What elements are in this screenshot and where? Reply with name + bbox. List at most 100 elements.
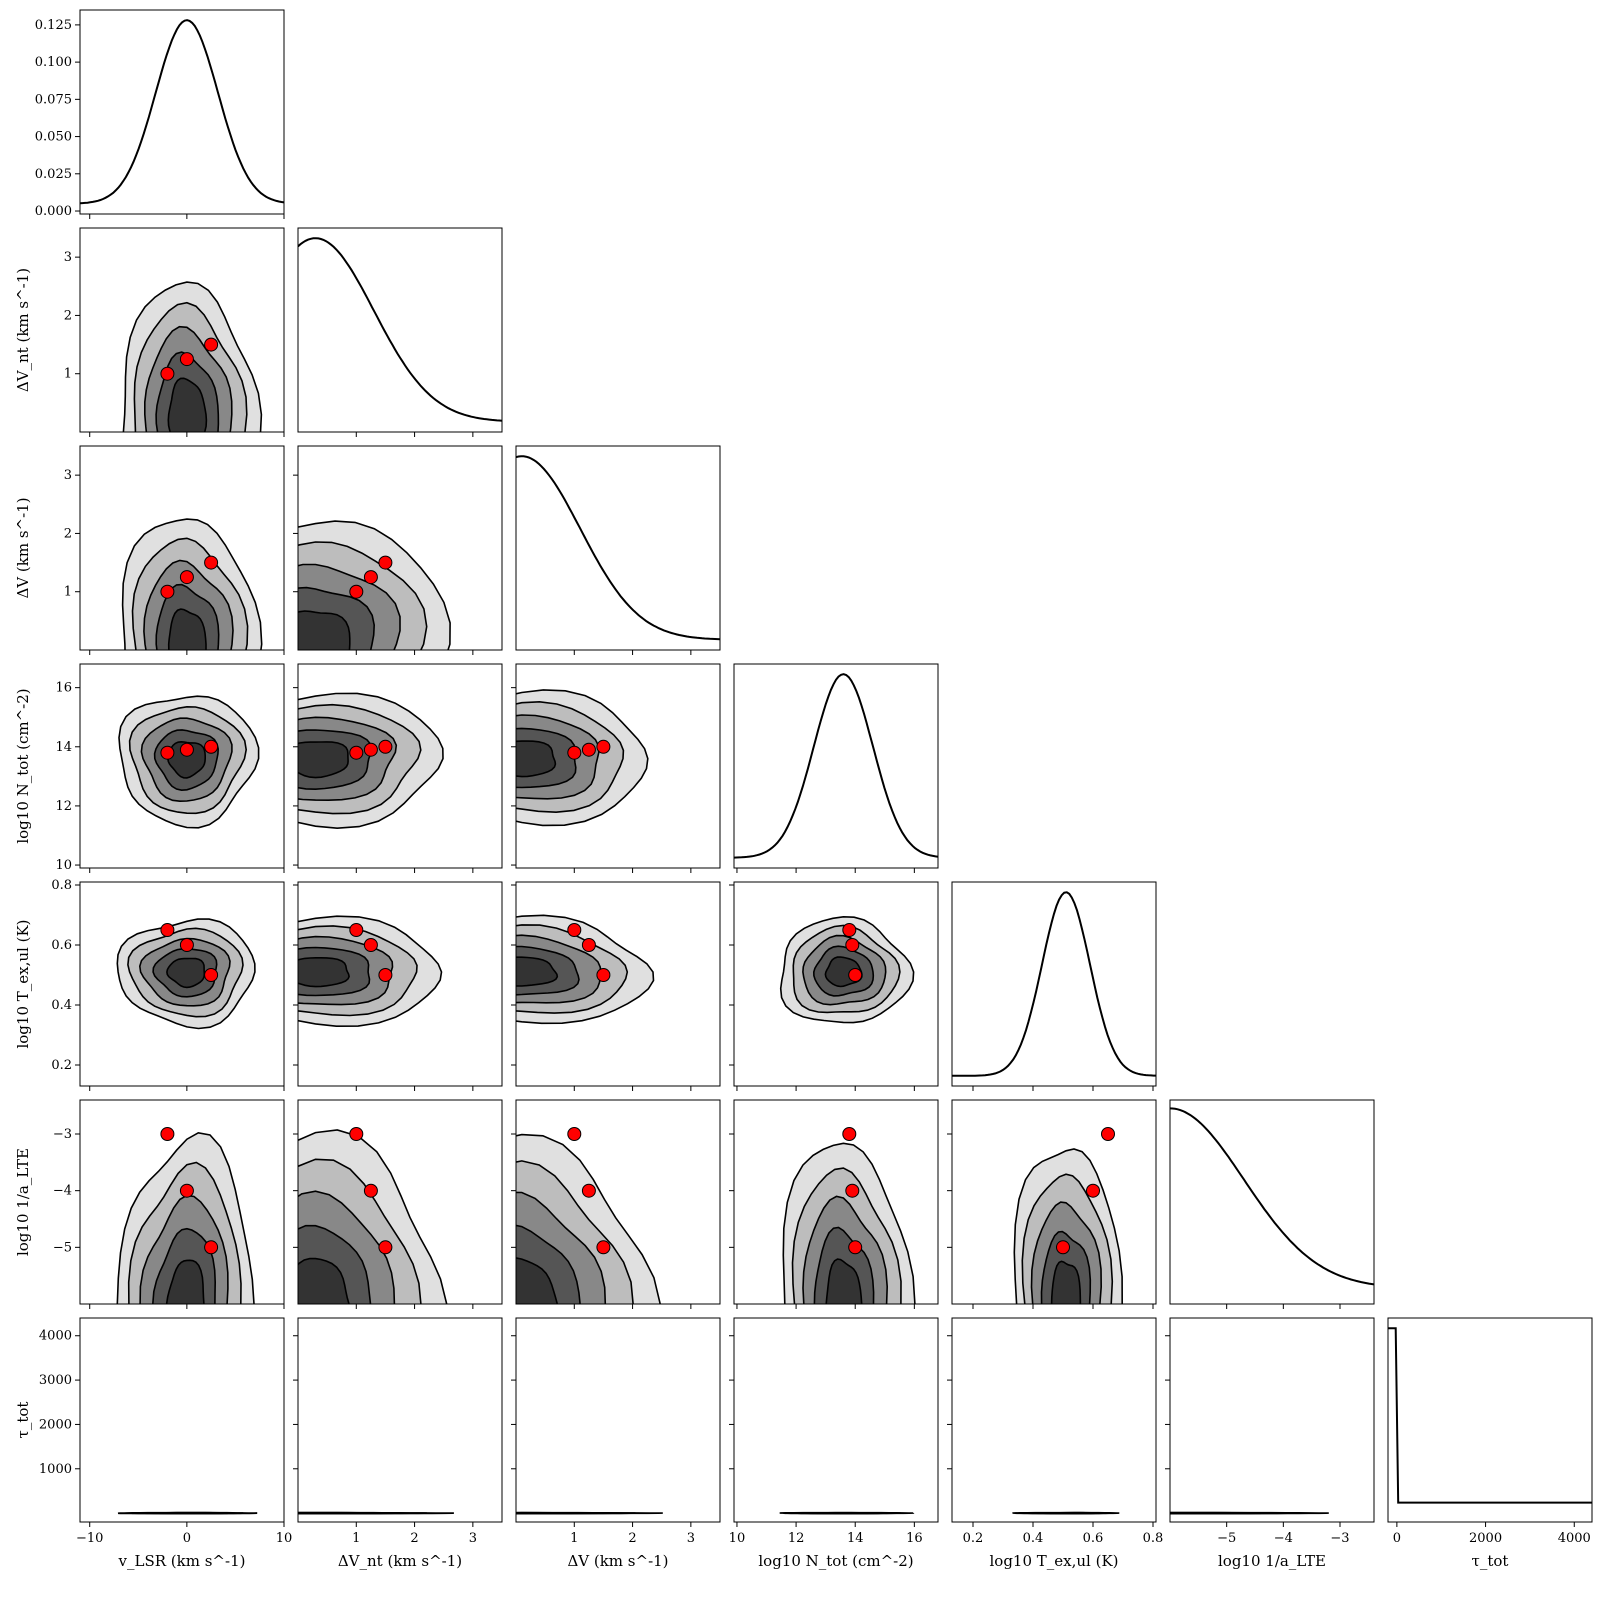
x-axis-label-loga: log10 1/a_LTE xyxy=(1218,1552,1326,1570)
contour-dvnt-dv-4 xyxy=(298,610,351,650)
x-tick-label: 0 xyxy=(183,1531,191,1546)
truth-point-vlsr-dv-1 xyxy=(179,570,194,585)
truth-point-dvnt-loga-0 xyxy=(349,1127,364,1141)
panel-frame xyxy=(515,1099,721,1305)
panel-frame xyxy=(733,881,939,1087)
x-tick-label: 2 xyxy=(628,1531,636,1546)
contour-vlsr-loga-4 xyxy=(165,1259,205,1304)
panel-frame xyxy=(733,663,939,869)
marginal-curve-tau xyxy=(1388,1327,1592,1504)
y-tick-label: 0.8 xyxy=(51,878,72,893)
panel-tau-loga: −5−4−3 xyxy=(1165,1317,1375,1546)
truth-point-dvnt-logT-1 xyxy=(363,938,378,952)
x-tick-label: 0 xyxy=(1393,1531,1401,1546)
contour-dv-logT-4 xyxy=(516,956,559,987)
y-tick-label: 0.2 xyxy=(51,1058,72,1073)
panel-dv-dv xyxy=(515,445,721,655)
panel-logT-vlsr: 0.2 0.4 0.6 0.8 xyxy=(51,878,285,1091)
x-tick-label: −3 xyxy=(1330,1531,1349,1546)
panel-logT-dv xyxy=(511,881,721,1091)
y-tick-label: 0.075 xyxy=(35,92,72,107)
y-tick-label: −5 xyxy=(53,1240,72,1255)
truth-point-logN-loga-0 xyxy=(842,1127,857,1141)
panel-frame xyxy=(79,1317,285,1523)
truth-point-dv-logT-2 xyxy=(596,968,611,982)
y-tick-label: 1 xyxy=(64,367,72,382)
y-axis-label-tau: τ_tot xyxy=(14,1402,32,1439)
y-tick-label: 0.4 xyxy=(51,998,72,1013)
marginal-curve-logN xyxy=(734,673,938,859)
x-tick-label: −10 xyxy=(76,1531,103,1546)
y-tick-label: 14 xyxy=(55,740,72,755)
panel-frame xyxy=(515,445,721,651)
y-axis-label-dv: ΔV (km s^-1) xyxy=(14,497,32,598)
panel-dv-vlsr: 123 xyxy=(64,445,285,655)
truth-point-logN-logT-0 xyxy=(842,923,857,937)
y-tick-label: 0.100 xyxy=(35,55,72,70)
y-tick-label: 1000 xyxy=(39,1462,72,1477)
marginal-curve-vlsr xyxy=(80,19,284,205)
truth-point-vlsr-loga-0 xyxy=(160,1127,175,1141)
truth-point-logT-loga-0 xyxy=(1101,1127,1115,1141)
y-tick-label: 0.6 xyxy=(51,938,72,953)
truth-point-vlsr-loga-2 xyxy=(204,1240,219,1255)
panel-frame xyxy=(79,881,285,1087)
truth-point-vlsr-logT-2 xyxy=(204,968,219,982)
y-tick-label: 3 xyxy=(64,250,72,265)
panel-frame xyxy=(515,881,721,1087)
y-axis-label-loga: log10 1/a_LTE xyxy=(14,1148,32,1256)
panel-frame xyxy=(297,1317,503,1523)
truth-point-dv-logN-1 xyxy=(581,742,596,757)
y-tick-label: 16 xyxy=(55,681,72,696)
panel-frame xyxy=(79,227,285,433)
truth-point-dv-logN-0 xyxy=(567,745,582,760)
truth-point-dvnt-logN-0 xyxy=(349,745,364,760)
x-tick-label: 1 xyxy=(352,1531,360,1546)
truth-point-dvnt-dv-0 xyxy=(349,584,364,599)
contour-logT-loga-4 xyxy=(1050,1260,1082,1304)
panel-frame xyxy=(733,1317,939,1523)
y-tick-label: 3 xyxy=(64,468,72,483)
panel-frame xyxy=(79,9,285,215)
truth-point-dvnt-logN-1 xyxy=(363,742,378,757)
truth-point-dvnt-loga-2 xyxy=(378,1240,393,1255)
panel-frame xyxy=(297,445,503,651)
x-tick-label: 0.2 xyxy=(963,1531,984,1546)
panel-frame xyxy=(951,1317,1157,1523)
truth-point-dvnt-logT-0 xyxy=(349,923,364,937)
truth-point-dvnt-logN-2 xyxy=(378,739,393,754)
y-tick-label: 2000 xyxy=(39,1417,72,1432)
panel-frame xyxy=(1387,1317,1593,1523)
truth-point-dvnt-loga-1 xyxy=(363,1183,378,1198)
truth-point-vlsr-dv-2 xyxy=(204,555,219,570)
truth-point-logN-logT-2 xyxy=(848,968,863,982)
x-axis-label-logN: log10 N_tot (cm^-2) xyxy=(758,1552,913,1570)
y-tick-label: 0.000 xyxy=(35,204,72,219)
contour-dv-logN-4 xyxy=(516,740,557,778)
contour-dvnt-loga-4 xyxy=(298,1257,350,1304)
y-axis-label-logN: log10 N_tot (cm^-2) xyxy=(14,688,32,843)
x-axis-label-dv: ΔV (km s^-1) xyxy=(567,1552,668,1570)
contour-vlsr-dv-4 xyxy=(167,608,207,650)
truth-point-logN-loga-1 xyxy=(845,1183,860,1198)
y-tick-label: −4 xyxy=(53,1184,72,1199)
x-tick-label: 10 xyxy=(276,1531,293,1546)
truth-point-dvnt-dv-1 xyxy=(363,570,378,585)
y-tick-label: 1 xyxy=(64,585,72,600)
truth-point-logT-loga-1 xyxy=(1086,1183,1100,1198)
panel-frame xyxy=(79,445,285,651)
truth-point-vlsr-logN-0 xyxy=(160,745,175,760)
truth-point-vlsr-dv-0 xyxy=(160,584,175,599)
x-tick-label: 0.4 xyxy=(1023,1531,1044,1546)
y-tick-label: 2 xyxy=(64,308,72,323)
panel-frame xyxy=(1169,1317,1375,1523)
x-tick-label: 16 xyxy=(906,1531,923,1546)
contour-vlsr-dvnt-4 xyxy=(167,377,208,432)
panel-logT-logN xyxy=(729,881,939,1091)
